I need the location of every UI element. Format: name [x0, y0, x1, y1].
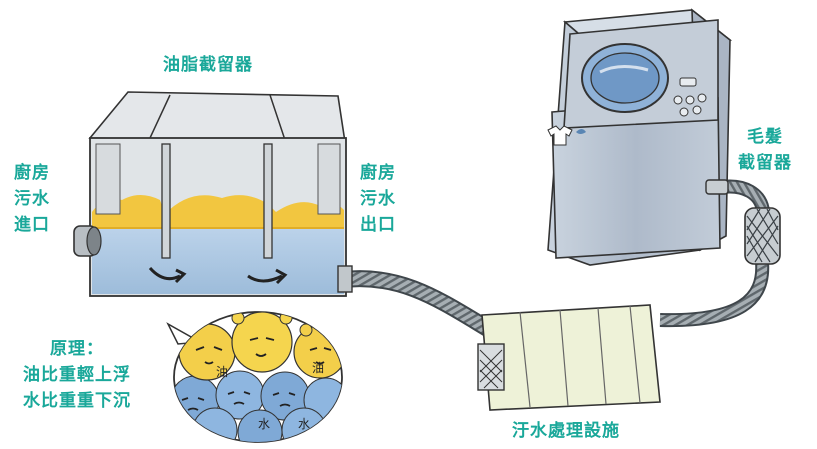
grease-trap-tank — [73, 91, 353, 297]
face-oil-char: 油 — [216, 365, 228, 379]
face-water-char: 水 — [258, 417, 270, 431]
label-line: 廚房 — [14, 163, 50, 183]
label-line: 污水 — [360, 189, 396, 209]
label-line: 出口 — [360, 215, 396, 235]
label-grease-trap: 油脂截留器 — [163, 55, 253, 75]
face-water-char: 水 — [298, 417, 310, 431]
treatment-unit — [477, 304, 661, 411]
label-line: 毛髮 — [747, 127, 783, 147]
label-line: 油比重輕上浮 — [23, 365, 131, 385]
shirt-icon — [547, 125, 586, 146]
label-hair-trap: 毛髮 截留器 — [738, 124, 792, 176]
face-oil-char: 油 — [312, 361, 324, 375]
hair-trap-filter — [744, 207, 781, 265]
label-line: 進口 — [14, 215, 50, 235]
washing-machine — [547, 8, 733, 266]
label-line: 廚房 — [360, 163, 396, 183]
label-line: 水比重重下沉 — [23, 391, 131, 411]
label-principle: 原理： 油比重輕上浮 水比重重下沉 — [6, 336, 148, 414]
label-kitchen-outlet: 廚房 污水 出口 — [360, 160, 396, 238]
label-kitchen-inlet: 廚房 污水 進口 — [14, 160, 50, 238]
label-line: 污水 — [14, 189, 50, 209]
label-line: 截留器 — [738, 153, 792, 173]
principle-bubble: 油 油 水 水 — [166, 311, 343, 443]
label-line: 原理： — [50, 339, 104, 359]
drain-hose-tank-to-treatment — [331, 270, 499, 339]
label-treatment-facility: 汙水處理設施 — [512, 421, 620, 441]
